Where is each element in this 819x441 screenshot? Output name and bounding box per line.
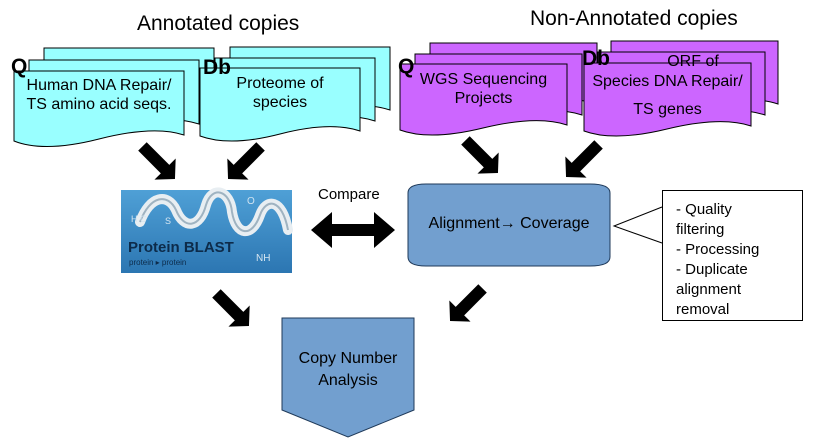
- blast-o-label: O: [247, 196, 255, 207]
- query-tag-1: Q: [11, 55, 28, 78]
- alignment-coverage-shape: [407, 183, 611, 267]
- orf-doc-stack: [583, 40, 779, 137]
- orf-label-line1: ORF of: [667, 53, 719, 70]
- proteome-doc-stack: [199, 46, 391, 142]
- blast-hc-label: H C: [131, 214, 147, 224]
- compare-double-arrow: [311, 212, 395, 248]
- database-tag-2: Db: [582, 47, 610, 70]
- compare-label: Compare: [318, 186, 380, 203]
- protein-blast-subtitle: protein ▸ protein: [129, 258, 187, 267]
- human-dna-repair-label: Human DNA Repair/ TS amino acid seqs.: [26, 77, 172, 113]
- query-tag-2: Q: [398, 55, 415, 78]
- copy-number-analysis-label: Copy Number Analysis: [298, 350, 398, 389]
- alignment-coverage-label: Alignment→ Coverage: [428, 215, 590, 232]
- arrows-to-output: [212, 284, 487, 327]
- non-annotated-copies-heading: Non-Annotated copies: [530, 7, 738, 30]
- processing-notes-box: - Quality filtering - Processing - Dupli…: [662, 190, 803, 321]
- protein-blast-logo: [121, 187, 293, 273]
- notes-callout-pointer: [612, 206, 663, 244]
- orf-label-line2: Species DNA Repair/: [592, 73, 743, 90]
- proteome-label: Proteome of species: [236, 75, 324, 111]
- protein-blast-title: Protein BLAST: [128, 239, 234, 256]
- copy-number-analysis-shape: [281, 317, 415, 438]
- arrows-to-process: [138, 136, 603, 180]
- database-tag-1: Db: [203, 56, 231, 79]
- blast-nh-label: NH: [256, 253, 271, 264]
- annotated-copies-heading: Annotated copies: [137, 12, 300, 35]
- orf-label-line3: TS genes: [633, 101, 702, 118]
- wgs-projects-label: WGS Sequencing Projects: [419, 71, 548, 107]
- wgs-doc-stack: [399, 42, 598, 136]
- blast-s-label: S: [165, 216, 172, 226]
